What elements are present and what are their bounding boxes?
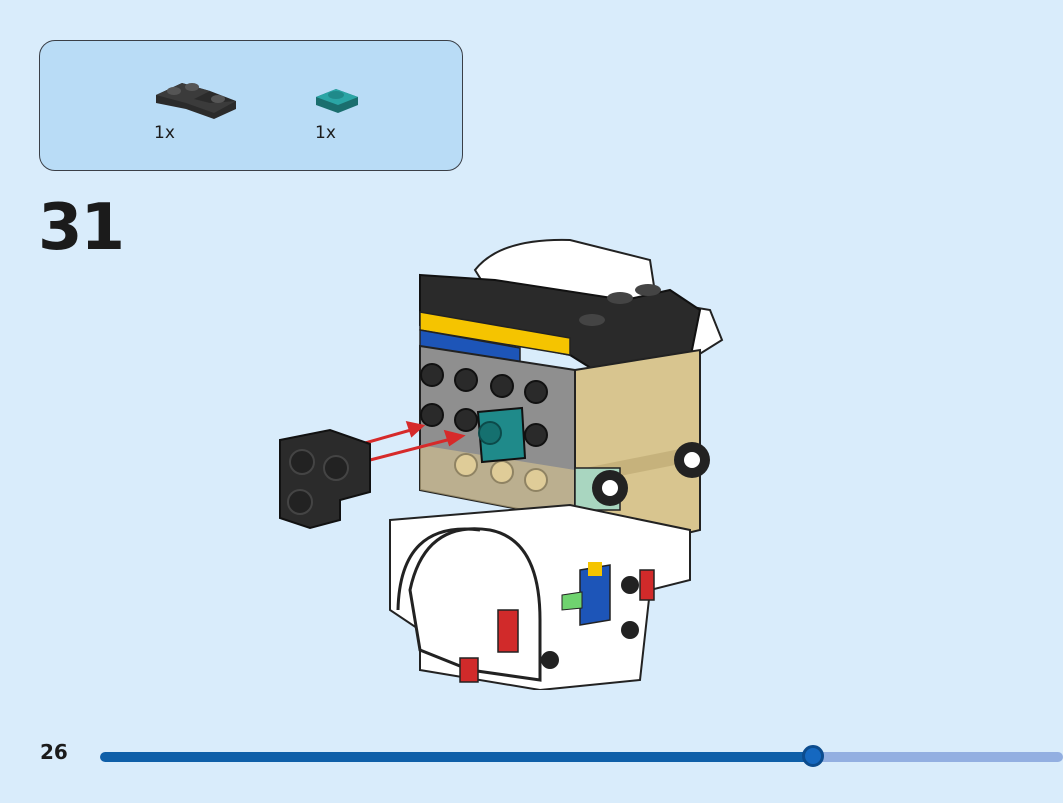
progress-bar-fill	[100, 752, 813, 762]
part-quantity-label: 1x	[154, 123, 175, 143]
progress-bar-knob[interactable]	[801, 745, 824, 767]
part-quantity-label: 1x	[315, 123, 336, 143]
page-number: 26	[40, 740, 68, 764]
progress-bar	[100, 752, 1063, 762]
build-model-illustration	[279, 238, 724, 690]
parts-callout-box: 1x 1x	[39, 40, 463, 171]
teal-round-plate-icon	[316, 89, 358, 113]
black-corner-plate-icon	[156, 83, 236, 119]
step-number: 31	[38, 191, 125, 265]
